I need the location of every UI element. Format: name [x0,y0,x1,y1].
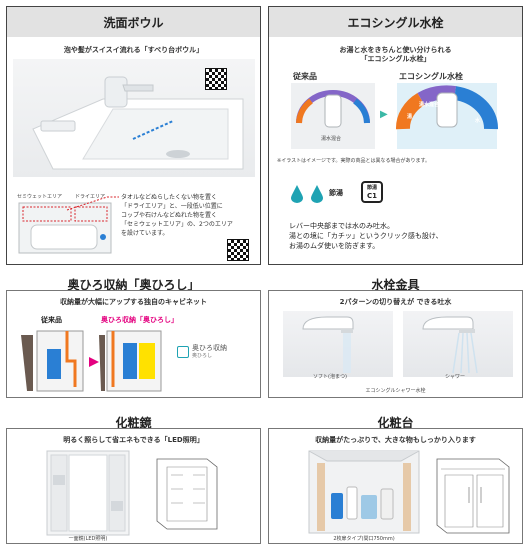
section-title-storage: 奥ひろ収納「奥ひろし」 [67,278,200,292]
energy-badge-grade: C1 [366,192,377,200]
faucet-description: レバー中央部までは水のみ吐水。 湯との境に「カチッ」というクリック感も設け、 お… [289,221,517,251]
label-hot-water-mix: 湯水混合 [321,136,342,142]
panel-eco-faucet: エコシングル水栓 お湯と水をきちんと使い分けられる 「エコシングル水栓」 従来品… [268,6,523,265]
faucet-shower-drawing [422,316,478,374]
wash-bowl-drawing [32,76,244,170]
label-hot: 湯 [407,114,413,120]
label-conventional: 従来品 [41,316,62,324]
vanity-caption: 2枚扉タイプ(間口750mm) [333,536,395,542]
energy-saving-label: 節湯 [329,189,343,197]
label-conventional: 従来品 [293,72,317,81]
section-title-vanity: 化粧台 [377,416,414,430]
section-subtitle: 収納量が大幅にアップする独自のキャビネット [60,298,207,306]
section-vanity: 収納量がたっぷりで、大きな物もしっかり入ります 2枚扉タイプ(間口750mm) [268,428,523,544]
wash-bowl-image [13,59,255,177]
mirror-drawing [46,450,218,536]
faucet-caption: エコシングルシャワー水栓 [365,388,426,394]
label-eco-faucet: エコシングル水栓 [399,72,463,81]
bowl-callout-dashes [66,196,119,211]
okuhiro-logo: 奥ひろ収納 奥ひろし [177,339,249,365]
section-storage: 収納量が大幅にアップする独自のキャビネット 従来品 奥ひろ収納「奥ひろし」 奥ひ… [6,290,261,398]
mode-shower-label: シャワー [445,374,466,380]
faucet-desc-line: お湯のムダ使いを防ぎます。 [289,242,380,250]
bowl-desc-line: タオルなどぬらしたくない物を置く [121,194,218,201]
eco-faucet-drawing [396,85,498,130]
bowl-desc-line: を設けています。 [121,230,169,237]
label-mix: 湯水混合 [419,102,440,108]
section-subtitle: 2パターンの切り替えが できる吐水 [339,298,452,306]
okuhiro-logo-text: 奥ひろ収納 [192,344,227,352]
panel-subtitle-2: 「エコシングル水栓」 [360,55,431,63]
bowl-desc-line: 「セミウェットエリア」の、2つのエリア [121,221,233,228]
mirror-caption: 一面鏡(LED照明) [68,536,108,542]
section-mirror: 明るく照らして省エネもできる「LED照明」 一面鏡(LED照明) [6,428,261,544]
section-faucet-fittings: 2パターンの切り替えが できる吐水 ソフト(泡まつ) シャワー エコシングルシャ… [268,290,523,398]
bowl-description: タオルなどぬらしたくない物を置く 「ドライエリア」と、一段低い位置に コップや石… [121,193,257,238]
faucet-soft-drawing [302,316,354,373]
label-water: 水 [475,118,481,124]
storage-comparison-drawing [21,330,162,392]
water-drop-icons [289,183,339,203]
energy-badge-top: 節湯 [366,185,377,191]
okuhiro-logo-icon [177,346,189,358]
illustration-note: ※イラストはイメージです。実際の商品とは異なる場合があります。 [277,158,430,164]
panel-title: エコシングル水栓 [269,7,522,37]
zone-label-semiwet: セミウェットエリア [17,194,63,200]
bowl-top-drawing [18,202,112,254]
panel-title: 洗面ボウル [7,7,260,37]
water-drop-icon [291,185,323,203]
panel-subtitle-1: お湯と水をきちんと使い分けられる [339,46,452,54]
faucet-desc-line: 湯との境に「カチッ」というクリック感も設け、 [289,232,443,240]
mode-soft-label: ソフト(泡まつ) [313,374,347,380]
section-subtitle: 明るく照らして省エネもできる「LED照明」 [63,436,204,444]
vanity-drawing [308,450,510,534]
energy-badge: 節湯 C1 [361,181,383,203]
bowl-top-view: セミウェットエリア ドライエリア [17,193,115,255]
section-subtitle: 収納量がたっぷりで、大きな物もしっかり入ります [315,436,476,444]
faucet-desc-line: レバー中央部までは水のみ吐水。 [289,222,394,230]
qr-code[interactable] [205,68,227,90]
section-title-mirror: 化粧鏡 [115,416,152,430]
arrow-icon: ▶ [380,109,388,120]
faucet-shower-image [403,311,513,377]
conventional-faucet-drawing [296,90,370,128]
panel-wash-bowl: 洗面ボウル 泡や髪がスイスイ流れる「すべり台ボウル」 セミウェットエリア ドライ… [6,6,261,265]
eco-faucet-image: 湯 湯水混合 水 [396,83,498,149]
bowl-desc-line: 「ドライエリア」と、一段低い位置に [121,203,223,210]
qr-code[interactable] [227,239,249,261]
panel-subtitle: 泡や髪がスイスイ流れる「すべり台ボウル」 [63,46,204,54]
section-title-faucet-fittings: 水栓金具 [371,278,420,292]
faucet-soft-image [283,311,393,377]
zone-label-dry: ドライエリア [75,194,105,200]
conventional-faucet-image: 湯水混合 [291,83,375,149]
label-okuhiro: 奥ひろ収納「奥ひろし」 [101,316,178,324]
bowl-desc-line: コップや石けんなどぬれた物を置く [121,212,218,219]
okuhiro-logo-sub: 奥ひろし [192,353,213,359]
